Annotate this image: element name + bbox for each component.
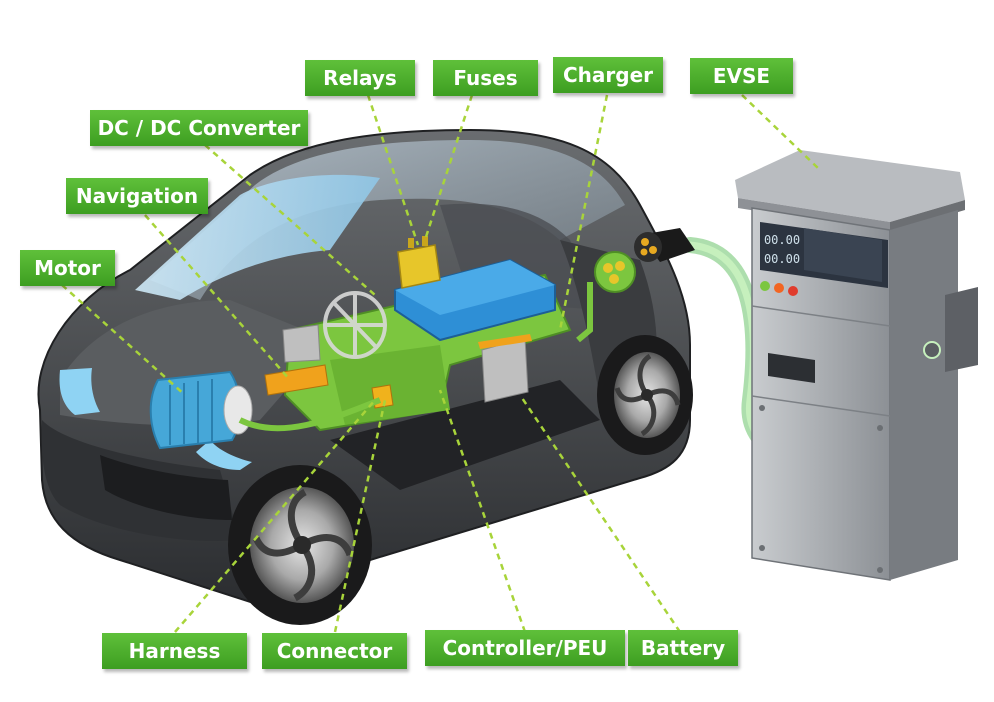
car-grille [100, 455, 232, 520]
relay-terminal-2 [422, 236, 428, 246]
label-charger: Charger [553, 57, 663, 93]
leader-charger [558, 94, 609, 331]
relay-terminal [408, 238, 414, 248]
label-harness: Harness [102, 633, 247, 669]
evse-display-bottom: 00.00 [762, 251, 802, 267]
car-roof-glass [150, 140, 625, 300]
leader-evse [741, 94, 821, 171]
label-relays: Relays [305, 60, 415, 96]
harness-cable [238, 397, 382, 432]
leader-motor [61, 284, 186, 396]
car-headlight-right [196, 440, 252, 470]
label-controller-peu: Controller/PEU [425, 630, 625, 666]
rear-wheel [597, 335, 693, 455]
relays-block [397, 244, 441, 289]
leader-controller [438, 389, 527, 633]
charger-cable-internal [576, 282, 593, 343]
label-dc-dc-converter: DC / DC Converter [90, 110, 308, 146]
leader-harness [174, 399, 376, 633]
front-wheel [228, 465, 372, 625]
charger-inlet [594, 251, 636, 293]
leader-battery [518, 394, 682, 633]
steering-wheel [323, 291, 387, 359]
leader-relays [366, 94, 420, 246]
battery-top [395, 260, 555, 315]
label-connector: Connector [262, 633, 407, 669]
leader-navigation [144, 214, 291, 381]
leader-dcdc [204, 144, 376, 296]
charging-plug [634, 228, 695, 262]
motor [149, 370, 253, 450]
car-headlight [59, 368, 100, 415]
navigation-module [264, 364, 329, 396]
label-evse: EVSE [690, 58, 793, 94]
label-fuses: Fuses [433, 60, 538, 96]
fuse-bar [478, 334, 532, 349]
car-windshield [135, 174, 380, 300]
label-battery: Battery [628, 630, 738, 666]
leader-fuses [423, 94, 474, 241]
label-navigation: Navigation [66, 178, 208, 214]
components [149, 236, 636, 450]
car-hood [60, 300, 330, 426]
evse-display-top: 00.00 [762, 232, 802, 248]
car-interior-floor [330, 380, 600, 490]
evse-station [735, 150, 978, 581]
leader-lines [61, 94, 821, 633]
gray-box-left [282, 324, 321, 363]
label-motor: Motor [20, 250, 115, 286]
